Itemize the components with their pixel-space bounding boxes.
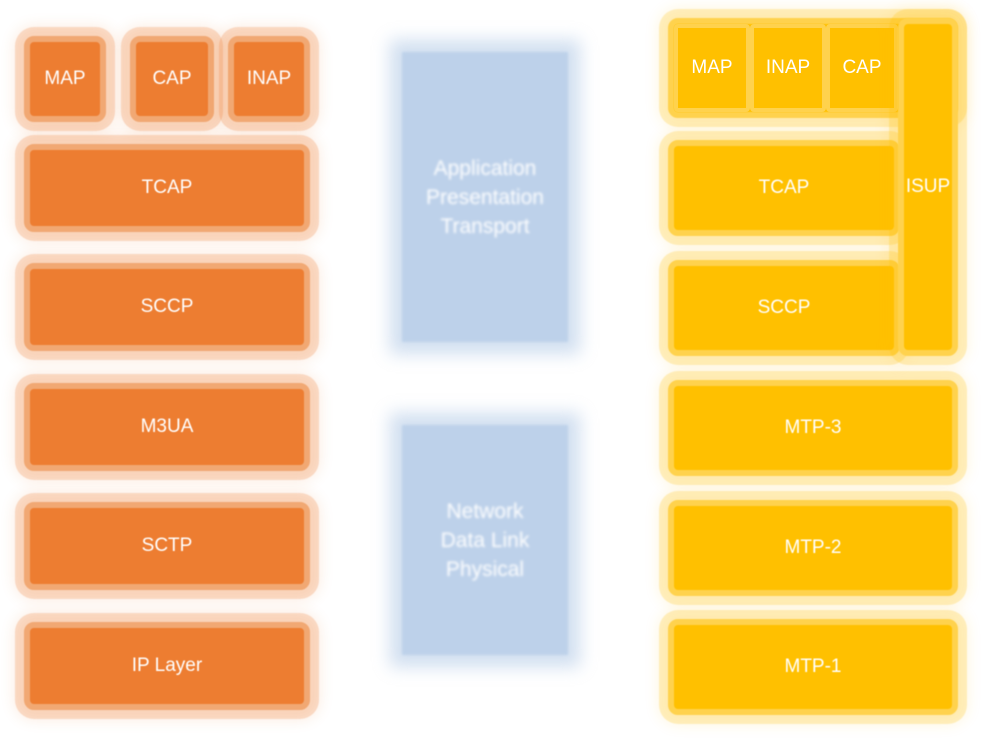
ss7-cap-block: CAP <box>826 24 898 112</box>
osi-upper-block: Application Presentation Transport <box>402 52 568 342</box>
mtp3-block: MTP-3 <box>668 380 958 476</box>
osi-lower-block: Network Data Link Physical <box>402 425 568 655</box>
ss7-sccp-block: SCCP <box>668 260 900 356</box>
tcap-block: TCAP <box>24 144 310 232</box>
mtp1-block: MTP-1 <box>668 619 958 715</box>
osi-application-label: Application <box>433 156 537 180</box>
ss7-inap-block: INAP <box>750 24 826 112</box>
ip-layer-block: IP Layer <box>24 622 310 710</box>
isup-block: ISUP <box>898 18 958 356</box>
inap-block: INAP <box>228 36 310 122</box>
osi-network-label: Network <box>446 499 524 523</box>
ss7-tcap-block: TCAP <box>668 140 900 236</box>
cap-block: CAP <box>130 36 214 122</box>
ss7-map-block: MAP <box>674 24 750 112</box>
sccp-block: SCCP <box>24 263 310 351</box>
osi-transport-label: Transport <box>440 214 530 238</box>
m3ua-block: M3UA <box>24 383 310 471</box>
osi-physical-label: Physical <box>445 557 525 581</box>
osi-presentation-label: Presentation <box>426 185 544 209</box>
map-block: MAP <box>24 36 106 122</box>
mtp2-block: MTP-2 <box>668 500 958 596</box>
sctp-block: SCTP <box>24 502 310 590</box>
osi-data-link-label: Data Link <box>440 528 530 552</box>
